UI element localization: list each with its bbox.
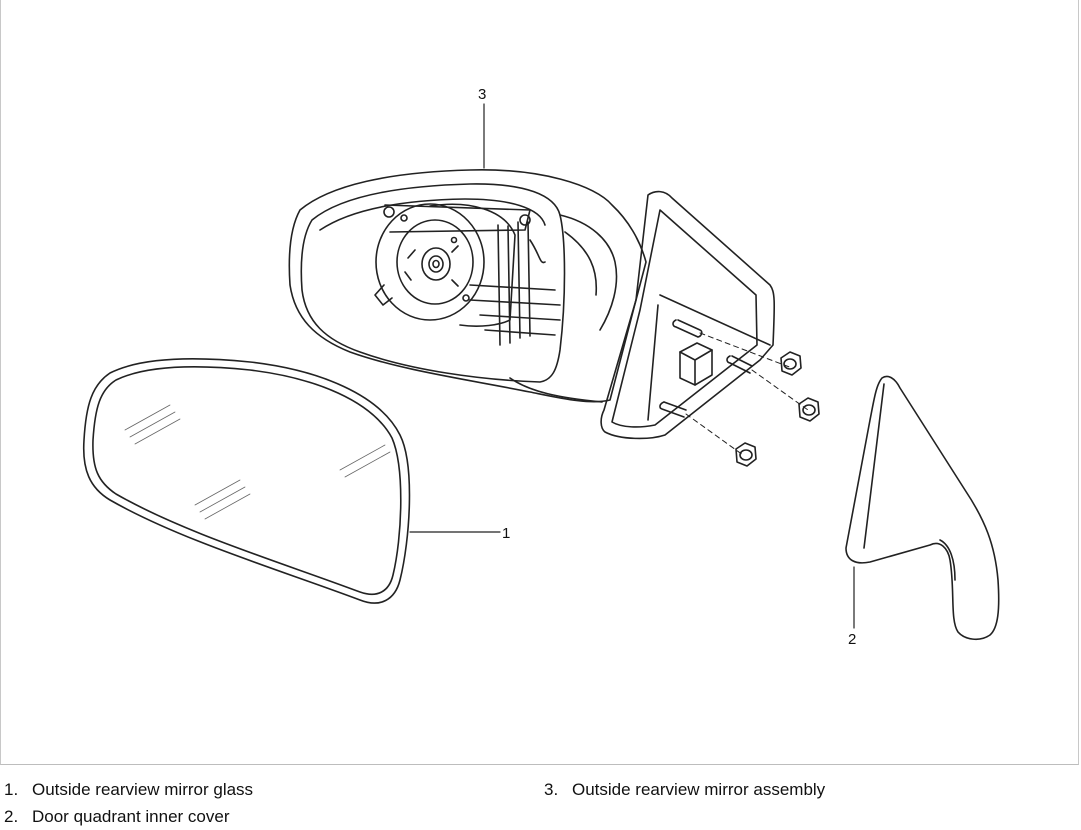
legend-item-number: 1. — [4, 780, 19, 799]
nut-icon — [780, 351, 802, 376]
callout-3-label: 3 — [478, 86, 486, 103]
callout-1-label: 1 — [502, 525, 510, 542]
legend-item-text: Door quadrant inner cover — [32, 807, 230, 826]
mirror-assembly — [288, 169, 776, 440]
parts-legend: 1. Outside rearview mirror glass 2. Door q… — [0, 766, 1081, 829]
callout-leaders — [409, 103, 855, 629]
callout-2-label: 2 — [848, 631, 856, 648]
legend-item-number: 2. — [4, 807, 19, 826]
legend-item-3: 3. Outside rearview mirror assembly — [540, 777, 825, 803]
mirror-exploded-diagram: 3 1 2 — [82, 86, 1000, 648]
door-quadrant-inner-cover — [845, 375, 1000, 641]
nut-icon — [735, 442, 757, 467]
diagram-frame — [0, 0, 1079, 765]
legend-item-2: 2. Door quadrant inner cover — [0, 804, 230, 830]
legend-item-1: 1. Outside rearview mirror glass — [0, 777, 253, 803]
legend-item-number: 3. — [544, 780, 559, 799]
legend-item-text: Outside rearview mirror glass — [32, 780, 254, 799]
mounting-nuts — [735, 351, 820, 467]
nut-icon — [798, 397, 820, 422]
mirror-glass — [82, 358, 411, 604]
legend-item-text: Outside rearview mirror assembly — [572, 780, 826, 799]
